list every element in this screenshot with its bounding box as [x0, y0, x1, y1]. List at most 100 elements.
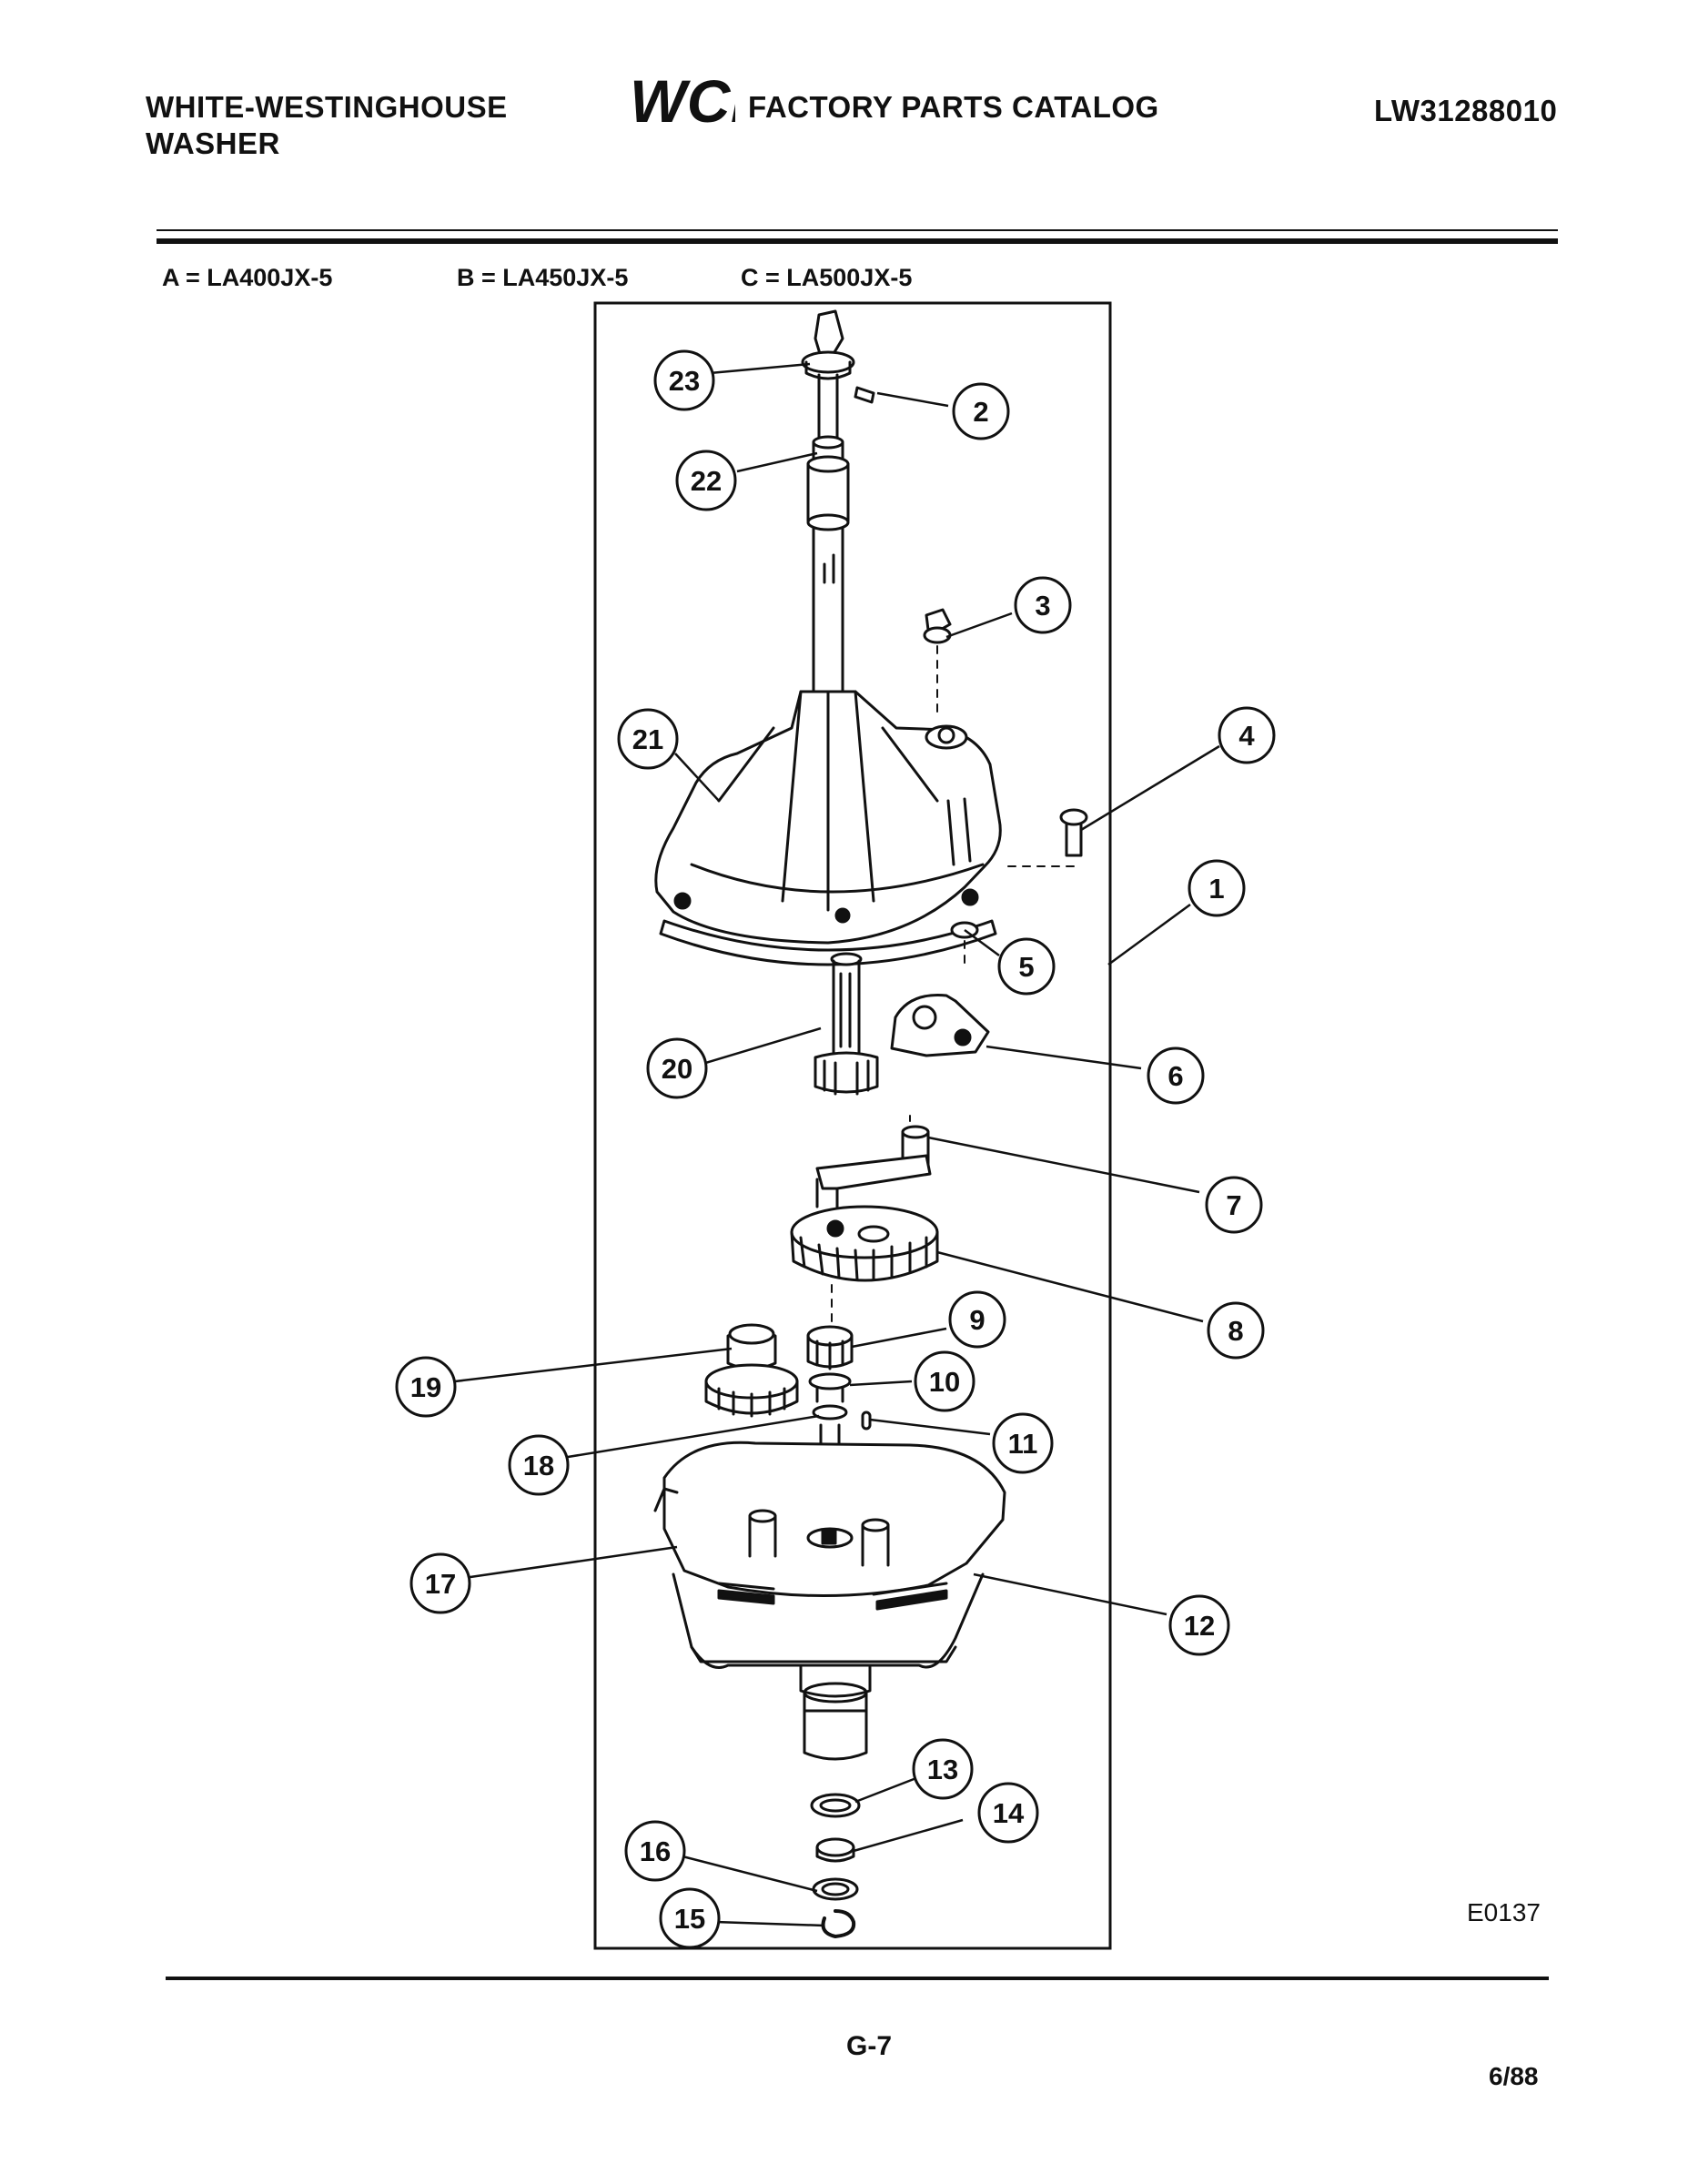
callout-7: 7: [1205, 1176, 1263, 1234]
callout-2: 2: [952, 382, 1010, 440]
model-c-label: C = LA500JX-5: [741, 264, 913, 291]
idler-gear-part: [704, 1323, 799, 1418]
leader-20: [692, 1026, 822, 1068]
agitator-shaft-part: [806, 373, 850, 693]
crank-arm-part: [815, 1125, 932, 1212]
bearing-part: [815, 1837, 855, 1863]
callout-15: 15: [659, 1887, 721, 1949]
callout-14-label: 14: [993, 1797, 1025, 1829]
parts-drawing: [653, 309, 1088, 1938]
wci-logo: WCI: [630, 67, 735, 135]
retaining-ring-part: [810, 1793, 861, 1818]
callout-7-label: 7: [1226, 1189, 1241, 1221]
figure-code: E0137: [1467, 1898, 1541, 1926]
gear-case-cover-part: [654, 690, 1002, 966]
callout-4: 4: [1218, 706, 1276, 764]
page-number: G-7: [846, 2031, 893, 2061]
callout-11-label: 11: [1008, 1428, 1038, 1460]
leader-18: [561, 1414, 820, 1460]
callout-1-label: 1: [1208, 873, 1224, 905]
callout-4-label: 4: [1238, 720, 1255, 752]
brand-line-1: WHITE-WESTINGHOUSE: [146, 90, 508, 124]
callout-17: 17: [409, 1552, 471, 1614]
callout-23-label: 23: [669, 365, 700, 397]
cover-screw-part: [1007, 808, 1088, 867]
callout-16-label: 16: [640, 1835, 671, 1867]
callout-18: 18: [508, 1434, 570, 1496]
model-a-label: A = LA400JX-5: [162, 264, 333, 291]
pinion-shaft-part: [814, 952, 879, 1096]
gear-case-part: [653, 1423, 1006, 1761]
page-date: 6/88: [1489, 2062, 1539, 2090]
callout-14: 14: [977, 1782, 1039, 1844]
brand-line-2: WASHER: [146, 126, 280, 160]
callout-bubbles: 1 2 3 4 5 6 7 8: [395, 349, 1276, 1949]
wci-logo-mark: WCI: [630, 67, 735, 135]
callout-2-label: 2: [973, 396, 988, 428]
leader-1: [1107, 903, 1191, 966]
callout-3-label: 3: [1035, 590, 1050, 622]
catalog-number: LW31288010: [1374, 94, 1558, 127]
callout-6-label: 6: [1167, 1060, 1183, 1092]
header-rule-thick: [157, 238, 1558, 244]
callout-3: 3: [1014, 576, 1072, 634]
main-drive-gear-part: [790, 1205, 939, 1282]
leader-12: [973, 1572, 1167, 1616]
callout-20: 20: [646, 1037, 708, 1099]
callout-10: 10: [914, 1350, 975, 1412]
callout-12: 12: [1168, 1594, 1230, 1656]
logo-text: WCI: [630, 67, 735, 135]
callout-16: 16: [624, 1820, 686, 1882]
callout-leaders: [454, 362, 1220, 1927]
callout-5: 5: [997, 937, 1056, 996]
shift-cam-part: [890, 994, 990, 1126]
callout-21: 21: [617, 708, 679, 770]
leader-21: [674, 753, 720, 802]
callout-12-label: 12: [1184, 1610, 1215, 1642]
callout-21-label: 21: [632, 723, 663, 755]
drive-key-part: [861, 1410, 872, 1431]
callout-19-label: 19: [410, 1371, 441, 1403]
leader-9: [851, 1327, 947, 1349]
leader-2: [876, 391, 949, 408]
callout-22-label: 22: [691, 465, 722, 497]
callout-17-label: 17: [425, 1568, 456, 1600]
vent-plug-part: [923, 608, 952, 720]
callout-19: 19: [395, 1356, 457, 1418]
leader-8: [936, 1250, 1204, 1323]
thrust-washer-part: [812, 1404, 848, 1421]
callout-11: 11: [992, 1412, 1054, 1474]
callout-20-label: 20: [662, 1053, 692, 1085]
callout-13-label: 13: [927, 1754, 958, 1785]
leader-15: [714, 1920, 825, 1927]
callout-23: 23: [653, 349, 715, 411]
leader-6: [986, 1045, 1142, 1070]
assembly-frame: [593, 301, 1112, 1950]
seal-washer-part: [812, 1877, 859, 1901]
leader-4: [1080, 744, 1220, 832]
callout-15-label: 15: [674, 1903, 705, 1935]
leader-17: [463, 1545, 678, 1580]
callout-1: 1: [1188, 859, 1246, 917]
leader-14: [853, 1818, 964, 1853]
leader-23: [709, 362, 811, 375]
leader-10: [849, 1380, 913, 1387]
callout-5-label: 5: [1018, 951, 1034, 983]
leader-5: [964, 928, 1000, 957]
callout-9: 9: [948, 1290, 1006, 1349]
spacer-part: [808, 1372, 852, 1390]
model-b-label: B = LA450JX-5: [457, 264, 629, 291]
leader-16: [682, 1855, 818, 1893]
leader-11: [869, 1418, 991, 1436]
header-rule-thin: [157, 229, 1558, 231]
callout-8-label: 8: [1228, 1315, 1243, 1347]
callout-10-label: 10: [929, 1366, 960, 1398]
callout-8: 8: [1207, 1301, 1265, 1360]
footer-rule: [166, 1977, 1549, 1980]
callout-9-label: 9: [969, 1304, 985, 1336]
leader-22: [736, 451, 818, 473]
leader-19: [454, 1347, 733, 1383]
pinion-gear-part: [806, 1325, 854, 1370]
shaft-tip-part: [801, 309, 855, 380]
callout-13: 13: [912, 1738, 974, 1800]
